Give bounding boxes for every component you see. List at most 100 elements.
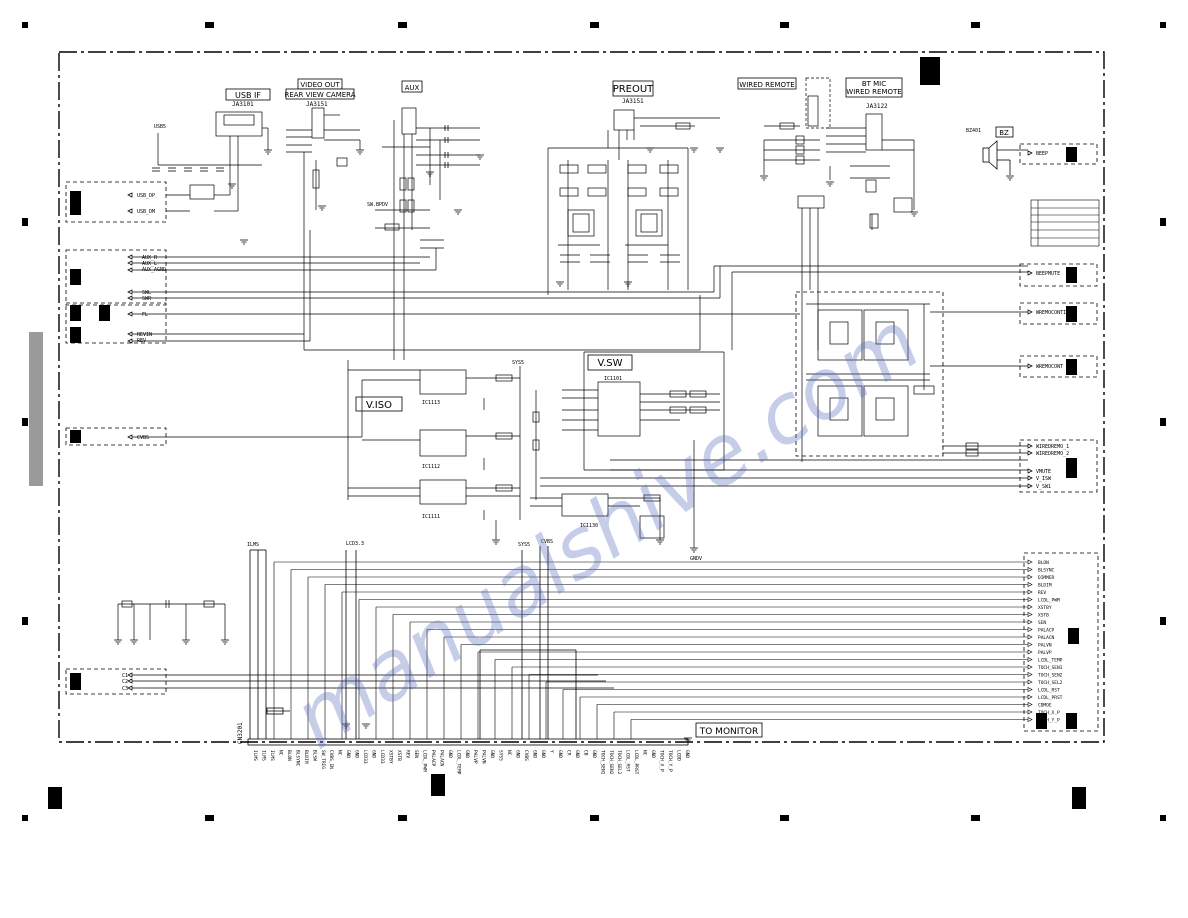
- video-out-title: VIDEO OUT: [300, 81, 340, 89]
- revision-table: [1030, 199, 1100, 247]
- ground-icon: [228, 183, 236, 189]
- aux-caps: [444, 125, 449, 168]
- transistor-icon: [829, 321, 849, 345]
- bup-rail: SW.BPDV: [367, 202, 388, 208]
- ground-icon: [240, 239, 248, 245]
- connector-pin-label: GND: [354, 750, 360, 758]
- bottom-left-caps: [117, 600, 226, 640]
- sys5-rail-2: SYS5: [518, 542, 530, 548]
- wremoconti-label: WREMOCONTI: [1036, 310, 1066, 316]
- buzzer-block: [982, 140, 1028, 175]
- viso-block: [347, 360, 521, 540]
- arrow-icon: [1027, 702, 1033, 707]
- swl-label: SWL: [142, 290, 151, 296]
- connector-pin-label: BLON: [286, 750, 292, 761]
- arrow-icon: [1027, 589, 1033, 595]
- lcd33-rail: LCD3.3: [346, 541, 364, 547]
- vmute-label: VMUTE: [1036, 469, 1051, 475]
- connector-pin-label: LCDL_PWM: [421, 750, 427, 772]
- beep-label: BEEP: [1036, 151, 1048, 157]
- connector-pin-label: PALACP: [430, 750, 436, 767]
- ground-icon: [760, 175, 768, 181]
- connector-pin-label: GND: [557, 750, 563, 758]
- ground-icon: [356, 149, 364, 155]
- connector-pin-label: GND: [371, 750, 377, 758]
- ground-icon: [1006, 175, 1014, 181]
- usb-jack-label: JA3101: [232, 101, 254, 108]
- bus-signal-label: BLDIM: [1038, 583, 1052, 589]
- bus-signal-label: LCDL_TEMP: [1038, 658, 1063, 664]
- connector-pin-label: SEN: [413, 750, 419, 758]
- ground-icon: [556, 281, 564, 287]
- bus-signal-label: LCDL_PWM: [1038, 598, 1060, 604]
- connector-pin-label: PALVP: [472, 750, 478, 764]
- bus-signal-label: DIMMER: [1038, 575, 1055, 581]
- arrow-icon: [1027, 642, 1033, 647]
- connector-pin-label: TOCH_Y_P: [667, 750, 673, 772]
- connector-pin-label: BLSW: [311, 750, 317, 761]
- connector-pin-label: TOCH_SEN2: [608, 750, 614, 775]
- side-tab: [29, 332, 43, 486]
- ground-icon: [114, 639, 122, 645]
- left-port-labels: USB_DP USB_DM AUX_R AUX_L AUX_AGND SWL S…: [122, 193, 166, 692]
- bus-signal-label: BLSYNC: [1038, 568, 1055, 574]
- ilms-rail: ILMS: [247, 542, 259, 548]
- to-monitor-title: TO MONITOR: [699, 727, 759, 737]
- preout-jack-label: JA3151: [622, 98, 644, 105]
- bus-signal-label: XSTBY: [1038, 605, 1052, 611]
- arrow-icon: [1027, 634, 1033, 640]
- connector-pin-label: NC: [337, 750, 343, 756]
- connector-pin-label: GND: [684, 750, 690, 758]
- ic-vsw-label: IC1101: [604, 376, 622, 382]
- gndv-rail: GNDV: [690, 556, 702, 562]
- vsw1-label: V_SW1: [1036, 484, 1051, 490]
- speaker-icon: [982, 147, 990, 163]
- signal-runs: [132, 230, 1028, 689]
- rail-labels: USB5 SYS5 CVBS SYS5 GNDV ILMS LCD3.3 SW.…: [154, 124, 702, 562]
- connector-pin-label: GND: [574, 750, 580, 758]
- transistor-array: [806, 303, 1028, 457]
- arrow-icon: [1027, 709, 1033, 715]
- connector-pin-label: GND: [489, 750, 495, 758]
- ground-icon: [624, 281, 632, 287]
- bus-signal-label: SEN: [1038, 620, 1046, 626]
- ground-icon: [130, 639, 138, 645]
- ground-icon: [684, 737, 692, 743]
- ground-icon: [492, 539, 500, 545]
- sys5-rail: SYS5: [512, 360, 524, 366]
- connector-pin-label: BLSYNC: [294, 750, 300, 767]
- vsw-block: [530, 351, 1028, 548]
- connector-pin-label: ILMS: [269, 750, 275, 761]
- connector-pin-label: NC: [277, 750, 283, 756]
- arrow-icon: [1027, 574, 1033, 580]
- bus-signal-label: LCDL_RST: [1038, 688, 1060, 694]
- cvbs-in-label: CVBS: [137, 435, 149, 441]
- arrow-icon: [1027, 672, 1033, 677]
- bus-signal-label: CDMOE: [1038, 703, 1052, 709]
- connector-pin-label: GND: [447, 750, 453, 758]
- cvbs-rail: CVBS: [541, 539, 553, 545]
- bus-signal-label: TOCH_SEL2: [1038, 680, 1063, 686]
- ground-icon: [656, 539, 664, 545]
- arrow-icon: [1027, 567, 1033, 572]
- ground-icon: [826, 181, 834, 187]
- connector-pin-label: TOCH_X_P: [659, 750, 665, 772]
- wiredremo1-label: WIREDREMO_1: [1036, 444, 1069, 450]
- ground-icon: [318, 205, 326, 211]
- wired-remote-title: WIRED REMOTE: [739, 81, 794, 89]
- frame: [58, 51, 1105, 743]
- usb-if-title: USB IF: [235, 91, 261, 100]
- ground-icon: [646, 147, 654, 153]
- connector-pin-label: XSTBY: [388, 750, 394, 764]
- connector-pin-label: PALVN: [481, 750, 487, 764]
- arrow-icon: [1027, 597, 1033, 602]
- aux-l-label: AUX_L: [142, 261, 157, 267]
- connector-pin-label: LCDL_TEMP: [455, 750, 461, 775]
- connector-pin-label: PALACN: [438, 750, 444, 767]
- connector-label: CN3201: [237, 722, 244, 744]
- bus-signal-label: TOCH_SEN1: [1038, 665, 1063, 671]
- ic-iso1-label: IC1111: [422, 514, 440, 520]
- connector-pin-label: TOCH_SEL2: [616, 750, 622, 775]
- bus-runs: [273, 561, 1028, 739]
- bus-signal-label: PALVP: [1038, 650, 1052, 656]
